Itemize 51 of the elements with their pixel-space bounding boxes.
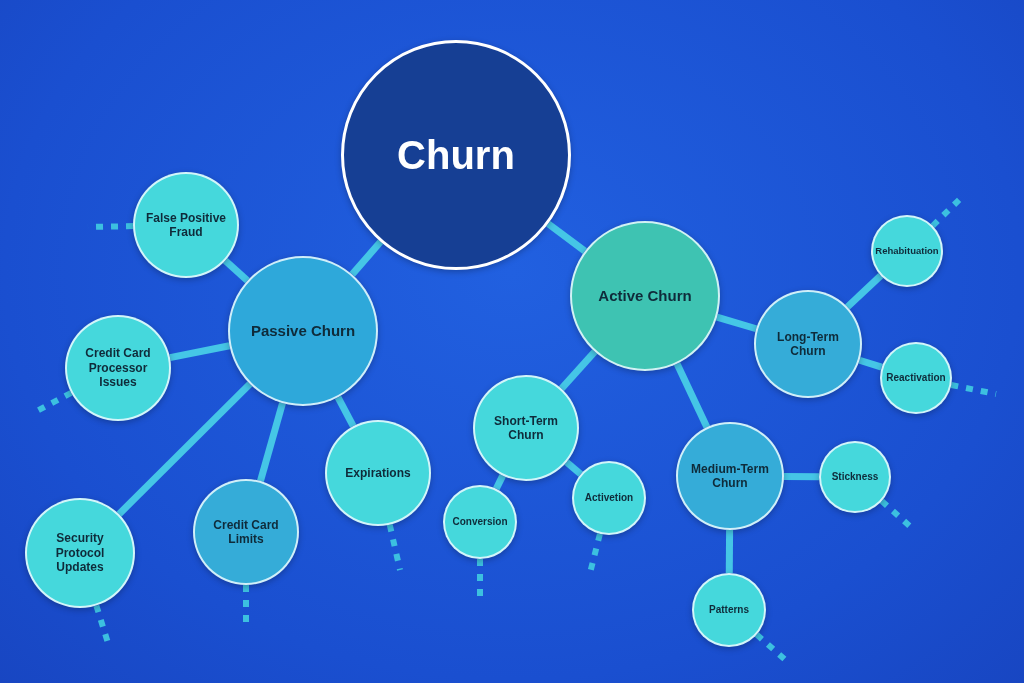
node-label: Security Protocol Updates [54,531,106,575]
connector-line [725,529,734,574]
connector-line [222,258,250,284]
connector-line [546,220,587,254]
node-label: False Positive Fraud [144,210,227,240]
connector-line [334,395,357,428]
topic-circle [228,256,378,406]
node-label: Credit Card Processor Issues [84,346,152,390]
connector-line [257,402,286,482]
topic-circle [193,479,299,585]
node-label: Long-Term Churn [776,329,840,359]
dotted-connector [93,604,111,644]
dotted-connector [386,524,403,571]
topic-circle [871,215,943,287]
connector-line [493,474,506,491]
node-label: Passive Churn [250,322,356,340]
node-label: Active Churn [598,287,692,305]
connector-line [715,313,758,333]
topic-circle [133,172,239,278]
topic-circle [572,461,646,535]
topic-circle [676,422,784,530]
connector-line [783,472,820,481]
connector-line [116,381,253,517]
topic-circle [819,441,891,513]
connector-line [673,362,711,429]
topic-circle [473,375,579,481]
node-label: Patterns [709,604,749,616]
node-label: Short-Term Churn [493,413,559,443]
node-label: Stickness [831,471,879,483]
connector-line [564,459,583,477]
node-label: Medium-Term Churn [690,461,770,491]
node-label: Rehabituation [875,245,939,257]
connector-line [858,356,883,371]
topic-circle [880,342,952,414]
node-label: Churn [397,132,515,179]
node-label: Credit Card Limits [212,517,280,547]
node-label: Activetion [584,492,634,504]
node-label: Reactivation [886,372,946,384]
node-label: Conversion [452,516,508,528]
node-label: Expirations [345,465,411,481]
topic-circle [443,485,517,559]
topic-circle [65,315,171,421]
topic-circle [754,290,862,398]
connector-line [558,349,598,391]
topic-circle [25,498,135,608]
topic-circle [692,573,766,647]
connector-line [844,273,884,310]
dotted-connector [950,382,997,397]
connector-line [349,239,384,277]
connector-line [169,342,231,362]
topic-circle [325,420,431,526]
